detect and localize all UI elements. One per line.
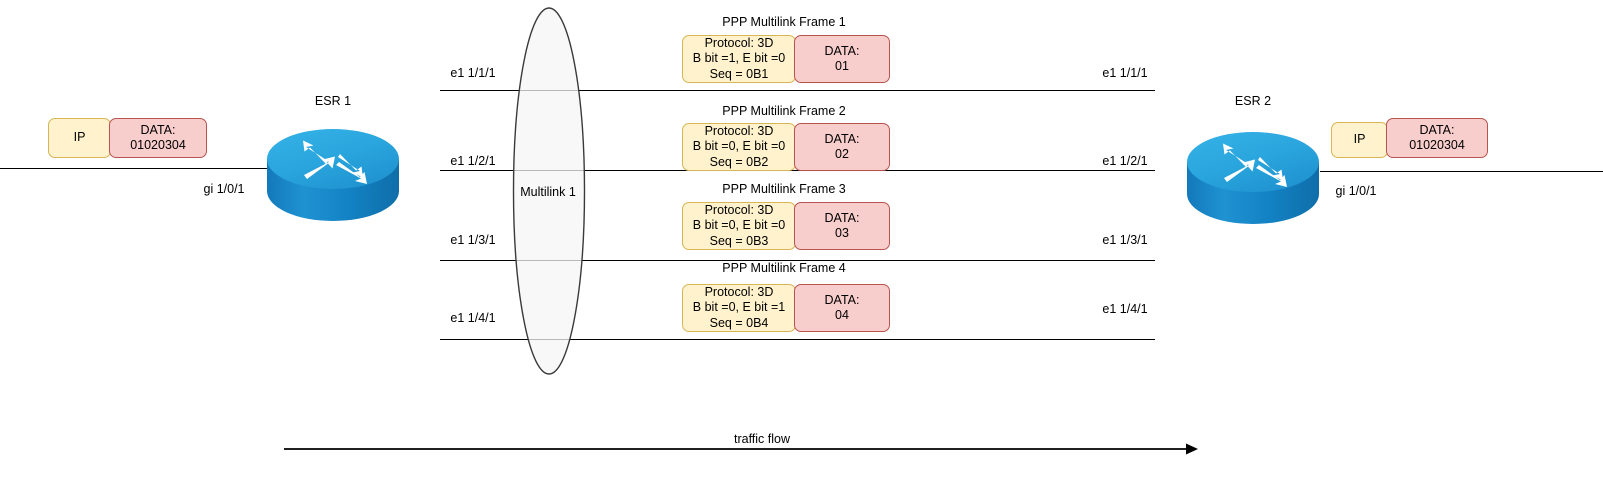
left-router-name: ESR 1 — [314, 94, 352, 108]
frame-2-data-line1: DATA: — [824, 131, 860, 146]
frame-1-header-line3: Seq = 0B1 — [709, 66, 769, 81]
link-line-3 — [440, 260, 1155, 261]
frame-3-header-line2: B bit =0, E bit =0 — [692, 218, 786, 233]
left-ip-data-line1: DATA: — [140, 122, 176, 137]
frame-3-header-line3: Seq = 0B3 — [709, 233, 769, 248]
router-esr-1[interactable] — [266, 115, 400, 227]
link-3-left-interface: e1 1/3/1 — [450, 233, 496, 247]
link-line-1 — [440, 90, 1155, 91]
right-ip-data-line2: 01020304 — [1409, 138, 1465, 152]
right-lan-line — [1320, 171, 1603, 172]
frame-3-data-line1: DATA: — [824, 210, 860, 225]
link-1-right-interface: e1 1/1/1 — [1102, 66, 1148, 80]
left-ip-data-box: DATA: 01020304 — [109, 118, 207, 158]
frame-3-header-box: Protocol: 3D B bit =0, E bit =0 Seq = 0B… — [682, 202, 796, 250]
link-2-right-interface: e1 1/2/1 — [1102, 154, 1148, 168]
frame-3-title: PPP Multilink Frame 3 — [722, 182, 846, 196]
left-lan-line — [0, 168, 280, 169]
frame-1-title: PPP Multilink Frame 1 — [722, 15, 846, 29]
frame-2-title: PPP Multilink Frame 2 — [722, 104, 846, 118]
right-router-name: ESR 2 — [1234, 94, 1272, 108]
right-ip-data-line1: DATA: — [1419, 122, 1455, 137]
frame-4-title: PPP Multilink Frame 4 — [722, 261, 846, 275]
frame-4-header-line3: Seq = 0B4 — [709, 315, 769, 330]
frame-3-data-box: DATA: 03 — [794, 202, 890, 250]
link-2-left-interface: e1 1/2/1 — [450, 154, 496, 168]
left-ip-header-box: IP — [48, 118, 111, 158]
frame-2-data-line2: 02 — [835, 147, 849, 161]
frame-2-header-line1: Protocol: 3D — [704, 123, 774, 138]
frame-4-data-box: DATA: 04 — [794, 284, 890, 332]
router-esr-2[interactable] — [1186, 118, 1320, 230]
traffic-flow-arrow — [284, 441, 1199, 457]
left-router-lan-interface-label: gi 1/0/1 — [203, 182, 245, 196]
right-ip-header-box: IP — [1331, 122, 1388, 158]
right-ip-header-label: IP — [1353, 132, 1366, 147]
multilink-bundle-label: Multilink 1 — [520, 185, 576, 199]
traffic-flow-label: traffic flow — [733, 432, 791, 446]
frame-4-header-line1: Protocol: 3D — [704, 284, 774, 299]
frame-2-header-box: Protocol: 3D B bit =0, E bit =0 Seq = 0B… — [682, 123, 796, 171]
frame-4-data-line2: 04 — [835, 308, 849, 322]
frame-2-data-box: DATA: 02 — [794, 123, 890, 171]
frame-4-data-line1: DATA: — [824, 292, 860, 307]
frame-2-header-line3: Seq = 0B2 — [709, 154, 769, 169]
right-ip-data-box: DATA: 01020304 — [1386, 118, 1488, 158]
link-4-right-interface: e1 1/4/1 — [1102, 302, 1148, 316]
frame-4-header-box: Protocol: 3D B bit =0, E bit =1 Seq = 0B… — [682, 284, 796, 332]
link-line-4 — [440, 339, 1155, 340]
link-1-left-interface: e1 1/1/1 — [450, 66, 496, 80]
link-3-right-interface: e1 1/3/1 — [1102, 233, 1148, 247]
frame-4-header-line2: B bit =0, E bit =1 — [692, 300, 786, 315]
frame-2-header-line2: B bit =0, E bit =0 — [692, 139, 786, 154]
link-4-left-interface: e1 1/4/1 — [450, 311, 496, 325]
frame-3-data-line2: 03 — [835, 226, 849, 240]
frame-1-header-box: Protocol: 3D B bit =1, E bit =0 Seq = 0B… — [682, 35, 796, 83]
frame-1-data-box: DATA: 01 — [794, 35, 890, 83]
left-ip-header-label: IP — [73, 130, 86, 145]
left-ip-data-line2: 01020304 — [130, 138, 186, 152]
frame-1-header-line2: B bit =1, E bit =0 — [692, 51, 786, 66]
right-router-lan-interface-label: gi 1/0/1 — [1335, 184, 1377, 198]
frame-1-header-line1: Protocol: 3D — [704, 35, 774, 50]
frame-3-header-line1: Protocol: 3D — [704, 202, 774, 217]
frame-1-data-line1: DATA: — [824, 43, 860, 58]
frame-1-data-line2: 01 — [835, 59, 849, 73]
